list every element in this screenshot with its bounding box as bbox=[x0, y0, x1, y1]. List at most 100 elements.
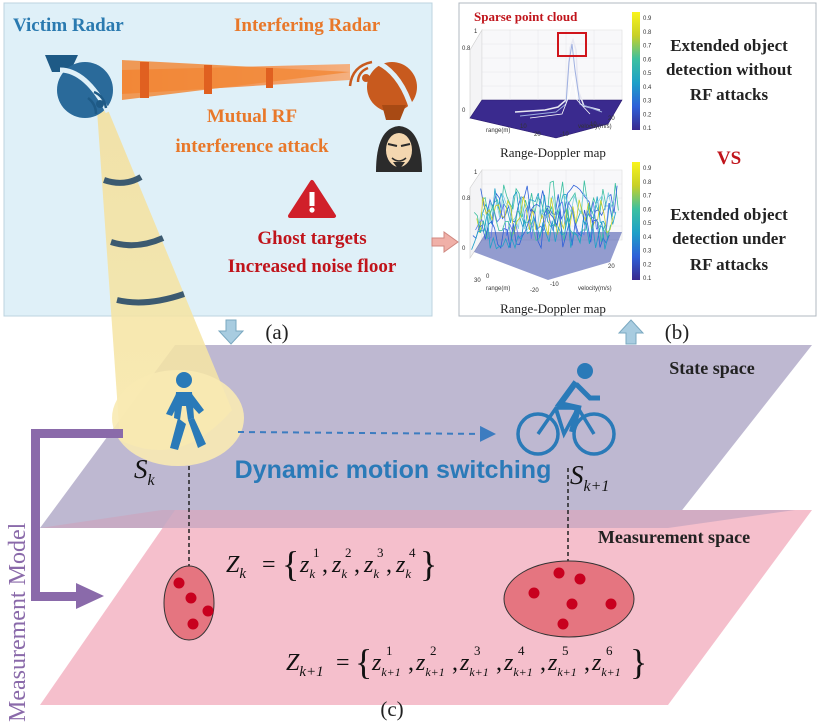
warning-icon bbox=[288, 180, 336, 218]
under-attack-line1: Extended object bbox=[670, 205, 788, 224]
point-k-1 bbox=[173, 577, 185, 589]
svg-text:-20: -20 bbox=[530, 288, 539, 294]
sparse-point-callout-box bbox=[557, 32, 587, 57]
attack-label-line2: interference attack bbox=[175, 136, 329, 157]
svg-text:3: 3 bbox=[474, 643, 481, 658]
measurement-cluster-k1 bbox=[503, 560, 635, 638]
svg-text:20: 20 bbox=[608, 264, 615, 270]
motion-switching-arrow bbox=[237, 425, 496, 442]
svg-text:{: { bbox=[282, 544, 299, 584]
point-k1-6 bbox=[557, 618, 569, 630]
svg-text:range(m): range(m) bbox=[486, 286, 510, 292]
arrow-a-down bbox=[217, 319, 245, 345]
point-k-4 bbox=[187, 618, 199, 630]
svg-text:-10: -10 bbox=[560, 132, 569, 138]
colorbar-tick: 0.5 bbox=[643, 221, 652, 227]
svg-text:,: , bbox=[540, 650, 546, 676]
point-k1-5 bbox=[605, 598, 617, 610]
svg-text:,: , bbox=[496, 650, 502, 676]
noise-surface-line bbox=[477, 192, 615, 232]
point-k-2 bbox=[185, 592, 197, 604]
colorbar-tick: 0.6 bbox=[643, 207, 652, 213]
colorbar-tick: 0.8 bbox=[643, 180, 652, 186]
victim-radar-icon bbox=[45, 55, 113, 118]
colorbar-tick: 0.5 bbox=[643, 71, 652, 77]
colorbar-tick: 0.7 bbox=[643, 194, 652, 200]
interference-cone-body bbox=[122, 60, 350, 100]
sparse-point-cloud-label: Sparse point cloud bbox=[474, 9, 578, 24]
point-k1-3 bbox=[574, 573, 586, 585]
noise-surface-line bbox=[479, 188, 617, 230]
caption-b: (b) bbox=[665, 320, 690, 344]
svg-text:,: , bbox=[408, 650, 414, 676]
svg-text:1: 1 bbox=[313, 545, 320, 560]
colorbar-tick: 0.1 bbox=[643, 276, 652, 282]
colorbar-tick: 0.9 bbox=[643, 16, 652, 22]
cone-band-3 bbox=[266, 68, 273, 88]
rd-map-bottom: 1 0.8 0 0 30 range(m) velocity(m/s) -10 … bbox=[462, 169, 623, 294]
svg-text:1: 1 bbox=[474, 170, 478, 176]
motion-switching-label: Dynamic motion switching bbox=[235, 456, 552, 484]
svg-text:0: 0 bbox=[462, 246, 466, 252]
colorbar-tick: 0.7 bbox=[643, 44, 652, 50]
svg-text:2: 2 bbox=[345, 545, 352, 560]
colorbar-tick: 0.2 bbox=[643, 112, 652, 118]
svg-text:20: 20 bbox=[534, 132, 541, 138]
svg-text:30: 30 bbox=[474, 278, 481, 284]
measurement-space-plane bbox=[40, 510, 812, 705]
beam-arc-1 bbox=[103, 174, 143, 186]
colorbar-top bbox=[632, 12, 640, 130]
svg-text:{: { bbox=[355, 642, 372, 682]
svg-text:velocity(m/s): velocity(m/s) bbox=[578, 286, 612, 292]
svg-text:}: } bbox=[630, 642, 647, 682]
svg-text:5: 5 bbox=[562, 643, 569, 658]
arrow-up-to-b bbox=[617, 319, 645, 345]
svg-text:range(m): range(m) bbox=[486, 128, 510, 134]
svg-text:10: 10 bbox=[520, 124, 527, 130]
cone-band-2 bbox=[204, 65, 212, 94]
noise-surface-line bbox=[473, 203, 611, 244]
without-attack-line3: RF attacks bbox=[690, 85, 769, 104]
caption-a: (a) bbox=[265, 320, 288, 344]
colorbar-bottom-ticks: 0.90.80.70.60.50.40.30.20.1 bbox=[643, 166, 652, 282]
colorbar-tick: 0.6 bbox=[643, 57, 652, 63]
svg-text:4: 4 bbox=[409, 545, 416, 560]
svg-text:0: 0 bbox=[486, 274, 490, 280]
without-attack-line1: Extended object bbox=[670, 36, 788, 55]
ghost-targets-label: Ghost targets bbox=[257, 228, 366, 249]
svg-text:3: 3 bbox=[377, 545, 384, 560]
noise-surface-line bbox=[471, 214, 609, 250]
measurement-space-label: Measurement space bbox=[598, 527, 750, 547]
rd-map-bottom-caption: Range-Doppler map bbox=[500, 301, 606, 316]
state-space-plane bbox=[40, 345, 812, 528]
noise-floor-label: Increased noise floor bbox=[228, 256, 397, 277]
svg-text:,: , bbox=[452, 650, 458, 676]
colorbar-tick: 0.4 bbox=[643, 85, 652, 91]
vs-label: VS bbox=[717, 148, 741, 169]
radar-beam bbox=[97, 110, 232, 450]
interfering-radar-label: Interfering Radar bbox=[234, 15, 381, 36]
rd-map-top-caption: Range-Doppler map bbox=[500, 145, 606, 160]
pedestrian-icon bbox=[166, 372, 206, 450]
state-space-label: State space bbox=[669, 358, 754, 378]
colorbar-bottom bbox=[632, 162, 640, 280]
svg-text:,: , bbox=[386, 552, 392, 578]
svg-text:20: 20 bbox=[608, 116, 615, 122]
victim-radar-label: Victim Radar bbox=[13, 15, 124, 36]
interfering-radar-icon bbox=[348, 57, 417, 120]
hacker-icon bbox=[376, 126, 422, 172]
beam-arc-3 bbox=[116, 291, 185, 306]
point-k1-1 bbox=[528, 587, 540, 599]
caption-c: (c) bbox=[380, 697, 403, 721]
colorbar-tick: 0.3 bbox=[643, 249, 652, 255]
beam-arc-2 bbox=[110, 235, 165, 249]
svg-text:,: , bbox=[322, 552, 328, 578]
svg-text:10: 10 bbox=[590, 122, 597, 128]
point-k-3 bbox=[202, 605, 214, 617]
svg-text:}: } bbox=[420, 544, 437, 584]
measurement-set-z-k: Zk = { zk 1 , zk 2 , zk 3 , zk 4 } bbox=[226, 544, 437, 584]
svg-text:6: 6 bbox=[606, 643, 613, 658]
colorbar-tick: 0.8 bbox=[643, 30, 652, 36]
point-k1-4 bbox=[566, 598, 578, 610]
colorbar-tick: 0.2 bbox=[643, 262, 652, 268]
